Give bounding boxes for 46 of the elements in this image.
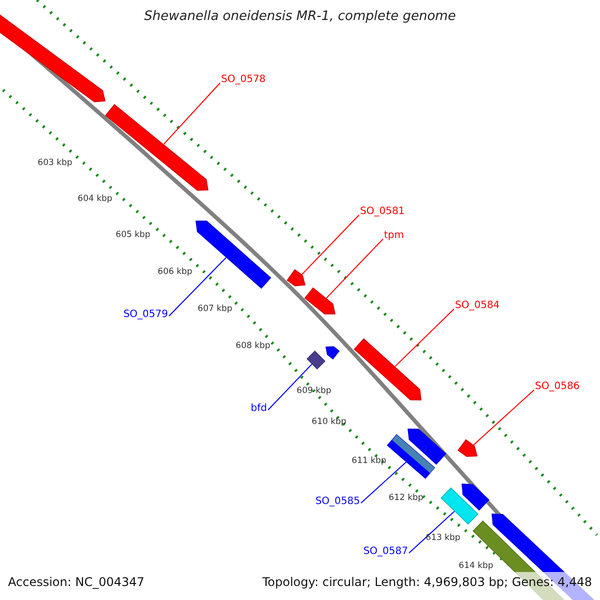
position-label: 607 kbp (198, 304, 232, 314)
leader-line (473, 390, 534, 446)
leader-line (163, 82, 220, 145)
gene-feature-block (354, 338, 422, 400)
gene-feature-block (458, 439, 478, 457)
gene-feature-block (105, 104, 208, 191)
position-label: 606 kbp (158, 266, 192, 278)
leader-line (394, 308, 454, 367)
title: Shewanella oneidensis MR-1, complete genome (143, 9, 457, 25)
gene-label: SO_0585 (315, 496, 360, 508)
position-label: 604 kbp (78, 194, 112, 204)
leader-line (326, 238, 384, 299)
gene-feature-block (286, 269, 306, 286)
gene-feature-block (408, 428, 446, 465)
position-label: 612 kbp (388, 492, 424, 504)
gene-feature-block (462, 484, 490, 511)
genome-summary-text: Topology: circular; Length: 4,969,803 bp; Genes: 4,448 (262, 575, 592, 590)
leader-line (408, 510, 455, 554)
leader-line (360, 462, 407, 504)
position-label: 611 kbp (352, 456, 386, 466)
position-label: 613 kbp (426, 532, 460, 544)
position-label: 608 kbp (236, 340, 270, 352)
accession-text: Accession: NC_004347 (8, 575, 144, 590)
position-label: 605 kbp (116, 230, 150, 240)
gene-label: SO_0584 (455, 300, 500, 312)
gene-label: tpm (384, 230, 404, 242)
gene-label: SO_0581 (360, 206, 405, 218)
gene-label: bfd (250, 403, 267, 415)
gene-feature-marker (306, 350, 326, 370)
gene-label: SO_0586 (535, 381, 580, 393)
gene-label: SO_0578 (221, 74, 266, 86)
gene-feature-block (196, 220, 272, 289)
leader-line (302, 214, 360, 275)
gene-label: SO_0579 (123, 309, 168, 321)
position-label: 610 kbp (312, 416, 346, 428)
gene-feature-block (304, 287, 336, 314)
gene-feature-block (386, 434, 436, 479)
leader-line (268, 364, 312, 410)
gene-feature-block (326, 346, 340, 360)
position-label: 609 kbp (296, 386, 332, 396)
position-label: 603 kbp (38, 158, 72, 168)
gene-label: SO_0587 (363, 546, 408, 558)
gene-feature-block (0, 14, 106, 102)
gene-feature-block (440, 487, 478, 525)
leader-line (168, 257, 227, 316)
position-label: 614 kbp (458, 560, 494, 572)
